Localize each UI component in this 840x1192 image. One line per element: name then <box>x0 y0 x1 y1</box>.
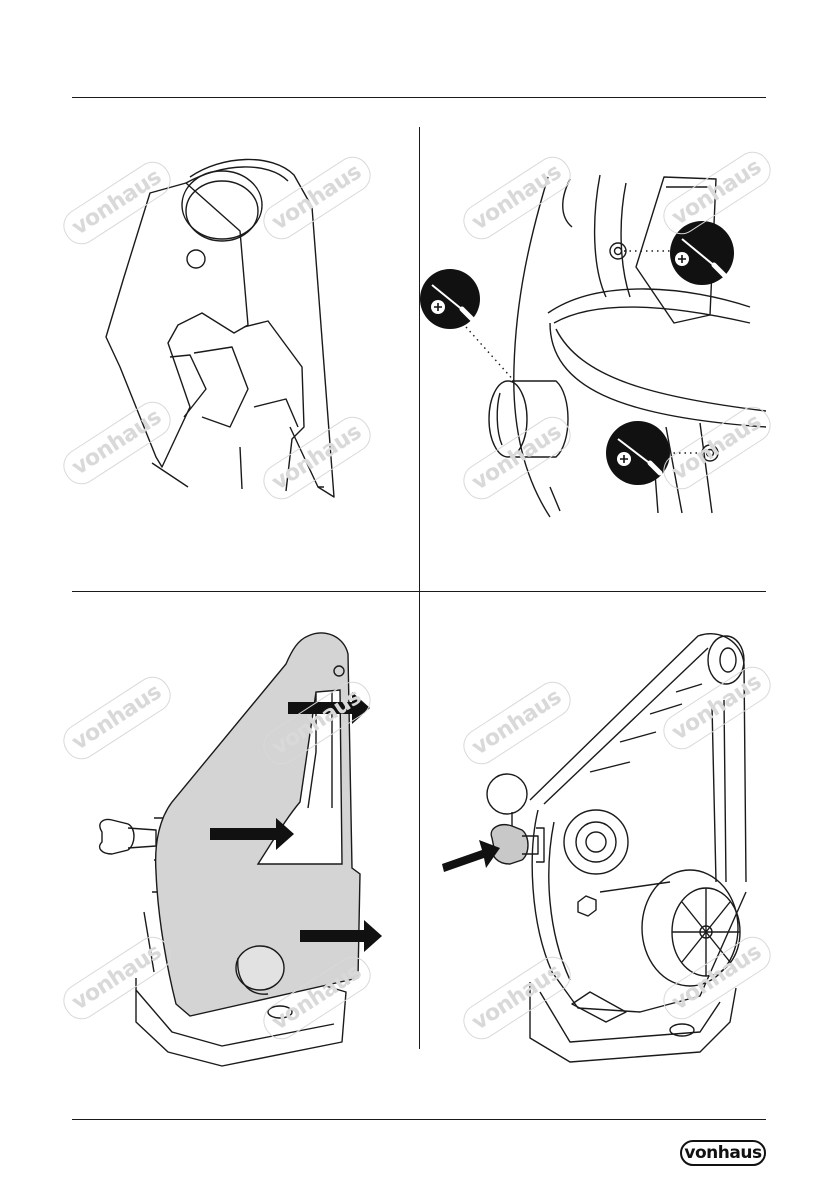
figure-2-remove-screws <box>420 127 766 589</box>
figure-3-remove-cover <box>72 592 418 1092</box>
screwdriver-badge-top <box>670 221 734 285</box>
screwdriver-badge-left <box>420 269 480 329</box>
figure-4-tracking-knob <box>420 592 766 1092</box>
brand-logo: vonhaus <box>680 1140 766 1166</box>
header-rule <box>72 97 766 98</box>
arrow-to-knob <box>442 840 500 872</box>
screwdriver-badge-bottom <box>606 421 670 485</box>
figure-1-roller-closeup <box>72 127 418 589</box>
callout-label <box>487 776 527 816</box>
footer-rule <box>72 1119 766 1120</box>
